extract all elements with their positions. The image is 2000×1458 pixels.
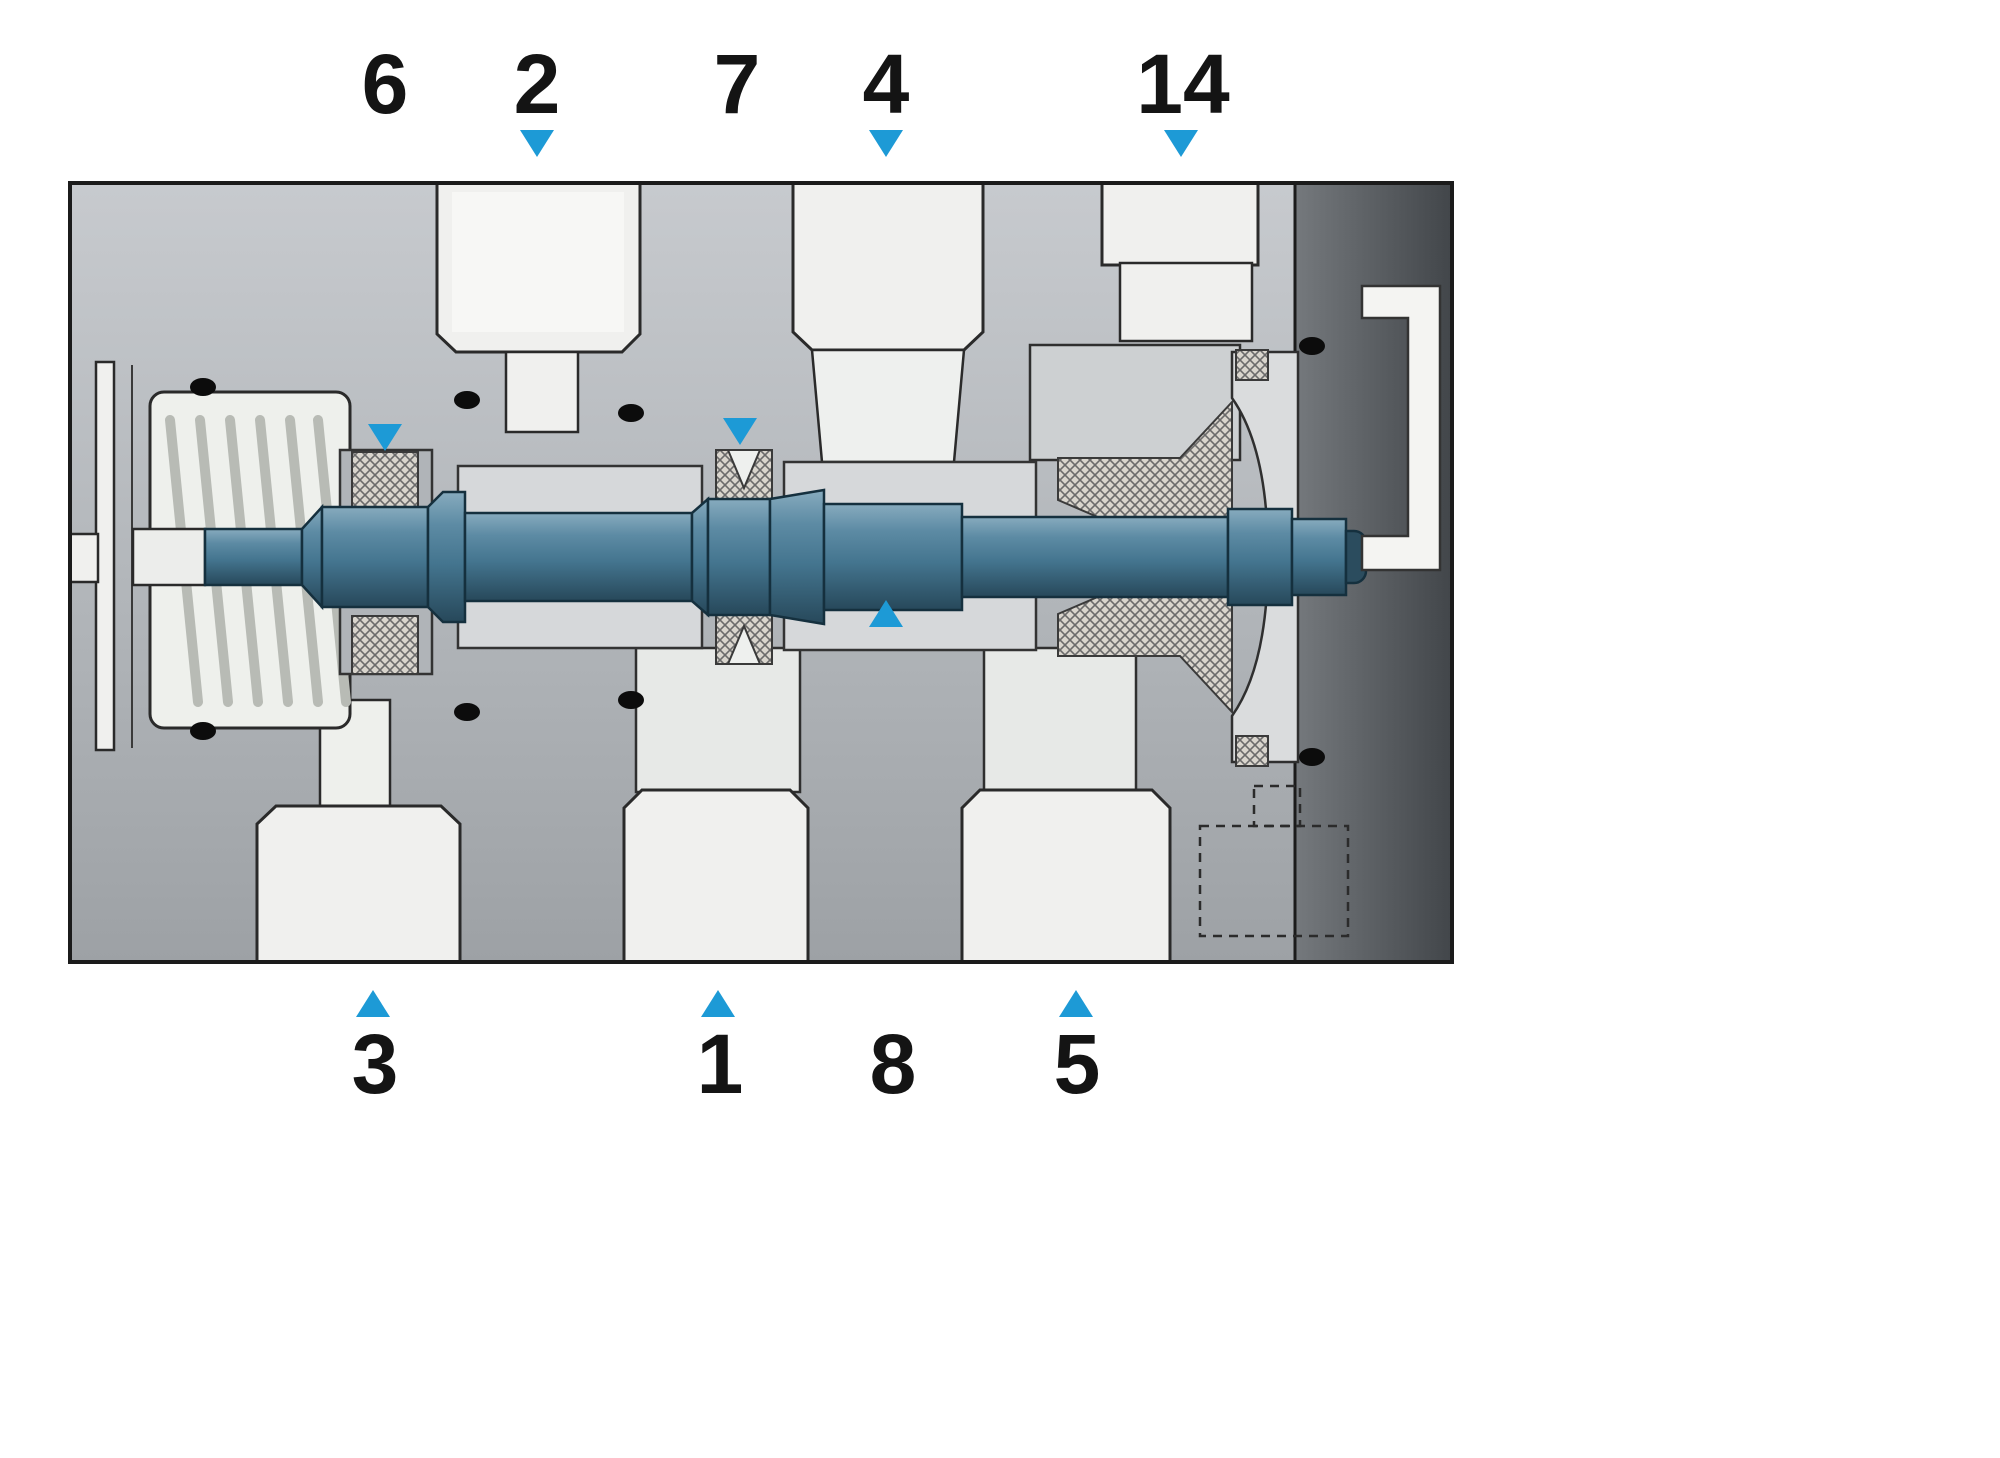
marker-port-1-icon <box>701 990 735 1017</box>
marker-port-3-icon <box>356 990 390 1017</box>
callout-label-8: 8 <box>869 1017 917 1111</box>
callout-label-6: 6 <box>361 37 409 131</box>
callout-label-5: 5 <box>1053 1017 1101 1111</box>
callout-label-7: 7 <box>713 37 761 131</box>
marker-port-2-icon <box>520 130 554 157</box>
mounting-bracket <box>1360 284 1442 572</box>
callout-label-14: 14 <box>1136 37 1230 131</box>
callout-label-2: 2 <box>513 37 561 131</box>
port-4-channel <box>791 181 985 464</box>
marker-port-4-icon <box>869 130 903 157</box>
callout-label-3: 3 <box>351 1017 399 1111</box>
marker-spool-8-icon <box>869 600 903 627</box>
valve-spool <box>131 488 1368 626</box>
port-1-channel <box>622 646 810 964</box>
marker-seal-7-icon <box>723 418 757 445</box>
hidden-edge-details <box>1198 784 1350 938</box>
seal-6 <box>351 451 419 675</box>
o-rings <box>190 337 1325 766</box>
callout-label-4: 4 <box>862 37 910 131</box>
marker-port-5-icon <box>1059 990 1093 1017</box>
port-2-channel <box>435 181 642 434</box>
marker-seal-6-icon <box>368 424 402 451</box>
diagram-border <box>68 181 1454 964</box>
callout-label-1: 1 <box>696 1017 744 1111</box>
marker-port-14-icon <box>1164 130 1198 157</box>
port-5-channel <box>960 646 1172 964</box>
port-14-channel <box>1028 181 1260 462</box>
